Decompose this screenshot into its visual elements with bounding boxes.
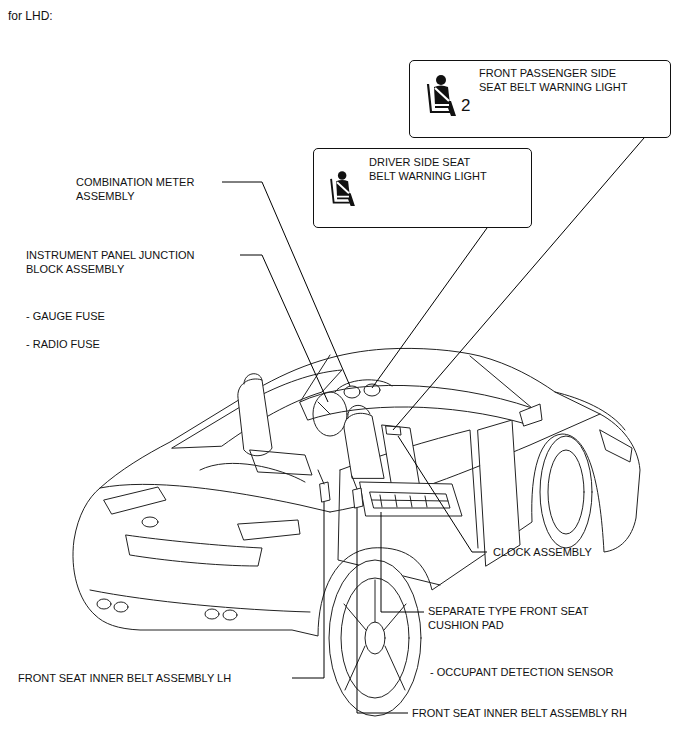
warning-light-box: FRONT PASSENGER SIDE SEAT BELT WARNING L… [409,60,671,138]
exhaust-pipe [205,609,219,619]
exhaust-pipe [223,610,237,620]
leader-line [372,228,487,388]
driver-seat-back [238,379,272,456]
icon-legs [337,193,355,206]
part-label: INSTRUMENT PANEL JUNCTION BLOCK ASSEMBLY [26,248,197,276]
rear-hub [365,622,385,654]
hood-line [555,392,625,430]
tail-light [238,520,300,540]
dashboard [300,385,532,424]
side-mirror [520,404,542,426]
driver-seat-headrest [244,374,262,384]
exhaust-pipe [114,602,128,612]
icon-head [436,75,446,85]
leader-lines [222,138,644,713]
front-tire [540,436,592,548]
icon-belt [337,182,349,196]
meter-hood [335,380,392,392]
seat-belt-icon [326,169,360,209]
passenger-seat-cushion [360,482,462,516]
driver-seat-cushion [250,450,312,475]
part-label: FRONT SEAT INNER BELT ASSEMBLY RH [412,706,627,720]
warning-light-name: DRIVER SIDE SEAT BELT WARNING LIGHT [369,155,489,183]
front-rim [548,450,584,534]
part-label: SEPARATE TYPE FRONT SEAT CUSHION PAD [428,604,591,632]
sub-part-label: - GAUGE FUSE [26,309,105,323]
warning-light-box: DRIVER SIDE SEAT BELT WARNING LIGHT [313,148,532,228]
rear-rim [341,578,409,698]
icon-belt [435,88,449,105]
sub-part-label: - RADIO FUSE [26,337,100,351]
car-drawing [73,348,640,716]
tail-light [104,487,166,514]
part-label: CLOCK ASSEMBLY [493,545,592,559]
rear-tire [329,560,421,716]
leader-line [292,502,324,678]
icon-legs [435,101,456,116]
clock-unit [386,426,401,435]
passenger-seat-headrest [348,405,370,418]
exhaust-pipe [97,599,111,609]
meter-dial [344,386,360,398]
plate-recess [126,535,262,566]
view-note: for LHD: [8,9,53,23]
sub-part-label: - OCCUPANT DETECTION SENSOR [430,665,614,679]
leader-line [240,255,328,402]
rear-spokes [344,580,406,690]
seat-belt-buckle [318,470,330,502]
leader-line [381,512,424,612]
headlight [600,430,632,462]
center-console [382,425,420,488]
part-label: FRONT SEAT INNER BELT ASSEMBLY LH [18,671,231,685]
icon-head [338,171,347,180]
passenger-seat-back [344,413,384,478]
warning-light-name: FRONT PASSENGER SIDE SEAT BELT WARNING L… [479,66,630,94]
meter-dial [364,384,380,396]
leader-line [398,436,487,552]
rear-seat [200,463,305,482]
seat-belt-buckle [352,476,363,508]
occupant-sensor-mat [370,492,450,508]
leader-line [357,508,408,713]
callout-number: 2 [461,97,470,115]
open-door [478,420,520,566]
seat-belt-icon [422,73,462,119]
steering-wheel [313,392,347,436]
rear-emblem [142,517,158,527]
rear-diffuser [90,590,310,612]
part-label: COMBINATION METER ASSEMBLY [76,175,197,203]
steering-column [318,402,330,414]
